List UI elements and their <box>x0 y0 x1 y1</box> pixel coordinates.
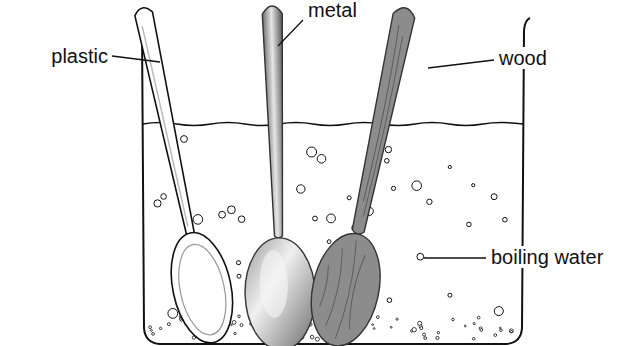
leader-line <box>428 60 494 68</box>
part-label: metal <box>306 0 359 21</box>
part-label: plastic <box>49 45 110 67</box>
part-label: boiling water <box>489 246 605 268</box>
leader-line <box>424 257 486 258</box>
plastic-spoon <box>114 2 242 346</box>
wooden-spoon <box>302 1 438 346</box>
leader-line <box>278 20 303 46</box>
part-label: wood <box>497 47 549 69</box>
leader-line <box>112 56 160 62</box>
water-surface <box>143 123 523 126</box>
metal-spoon <box>237 5 317 346</box>
